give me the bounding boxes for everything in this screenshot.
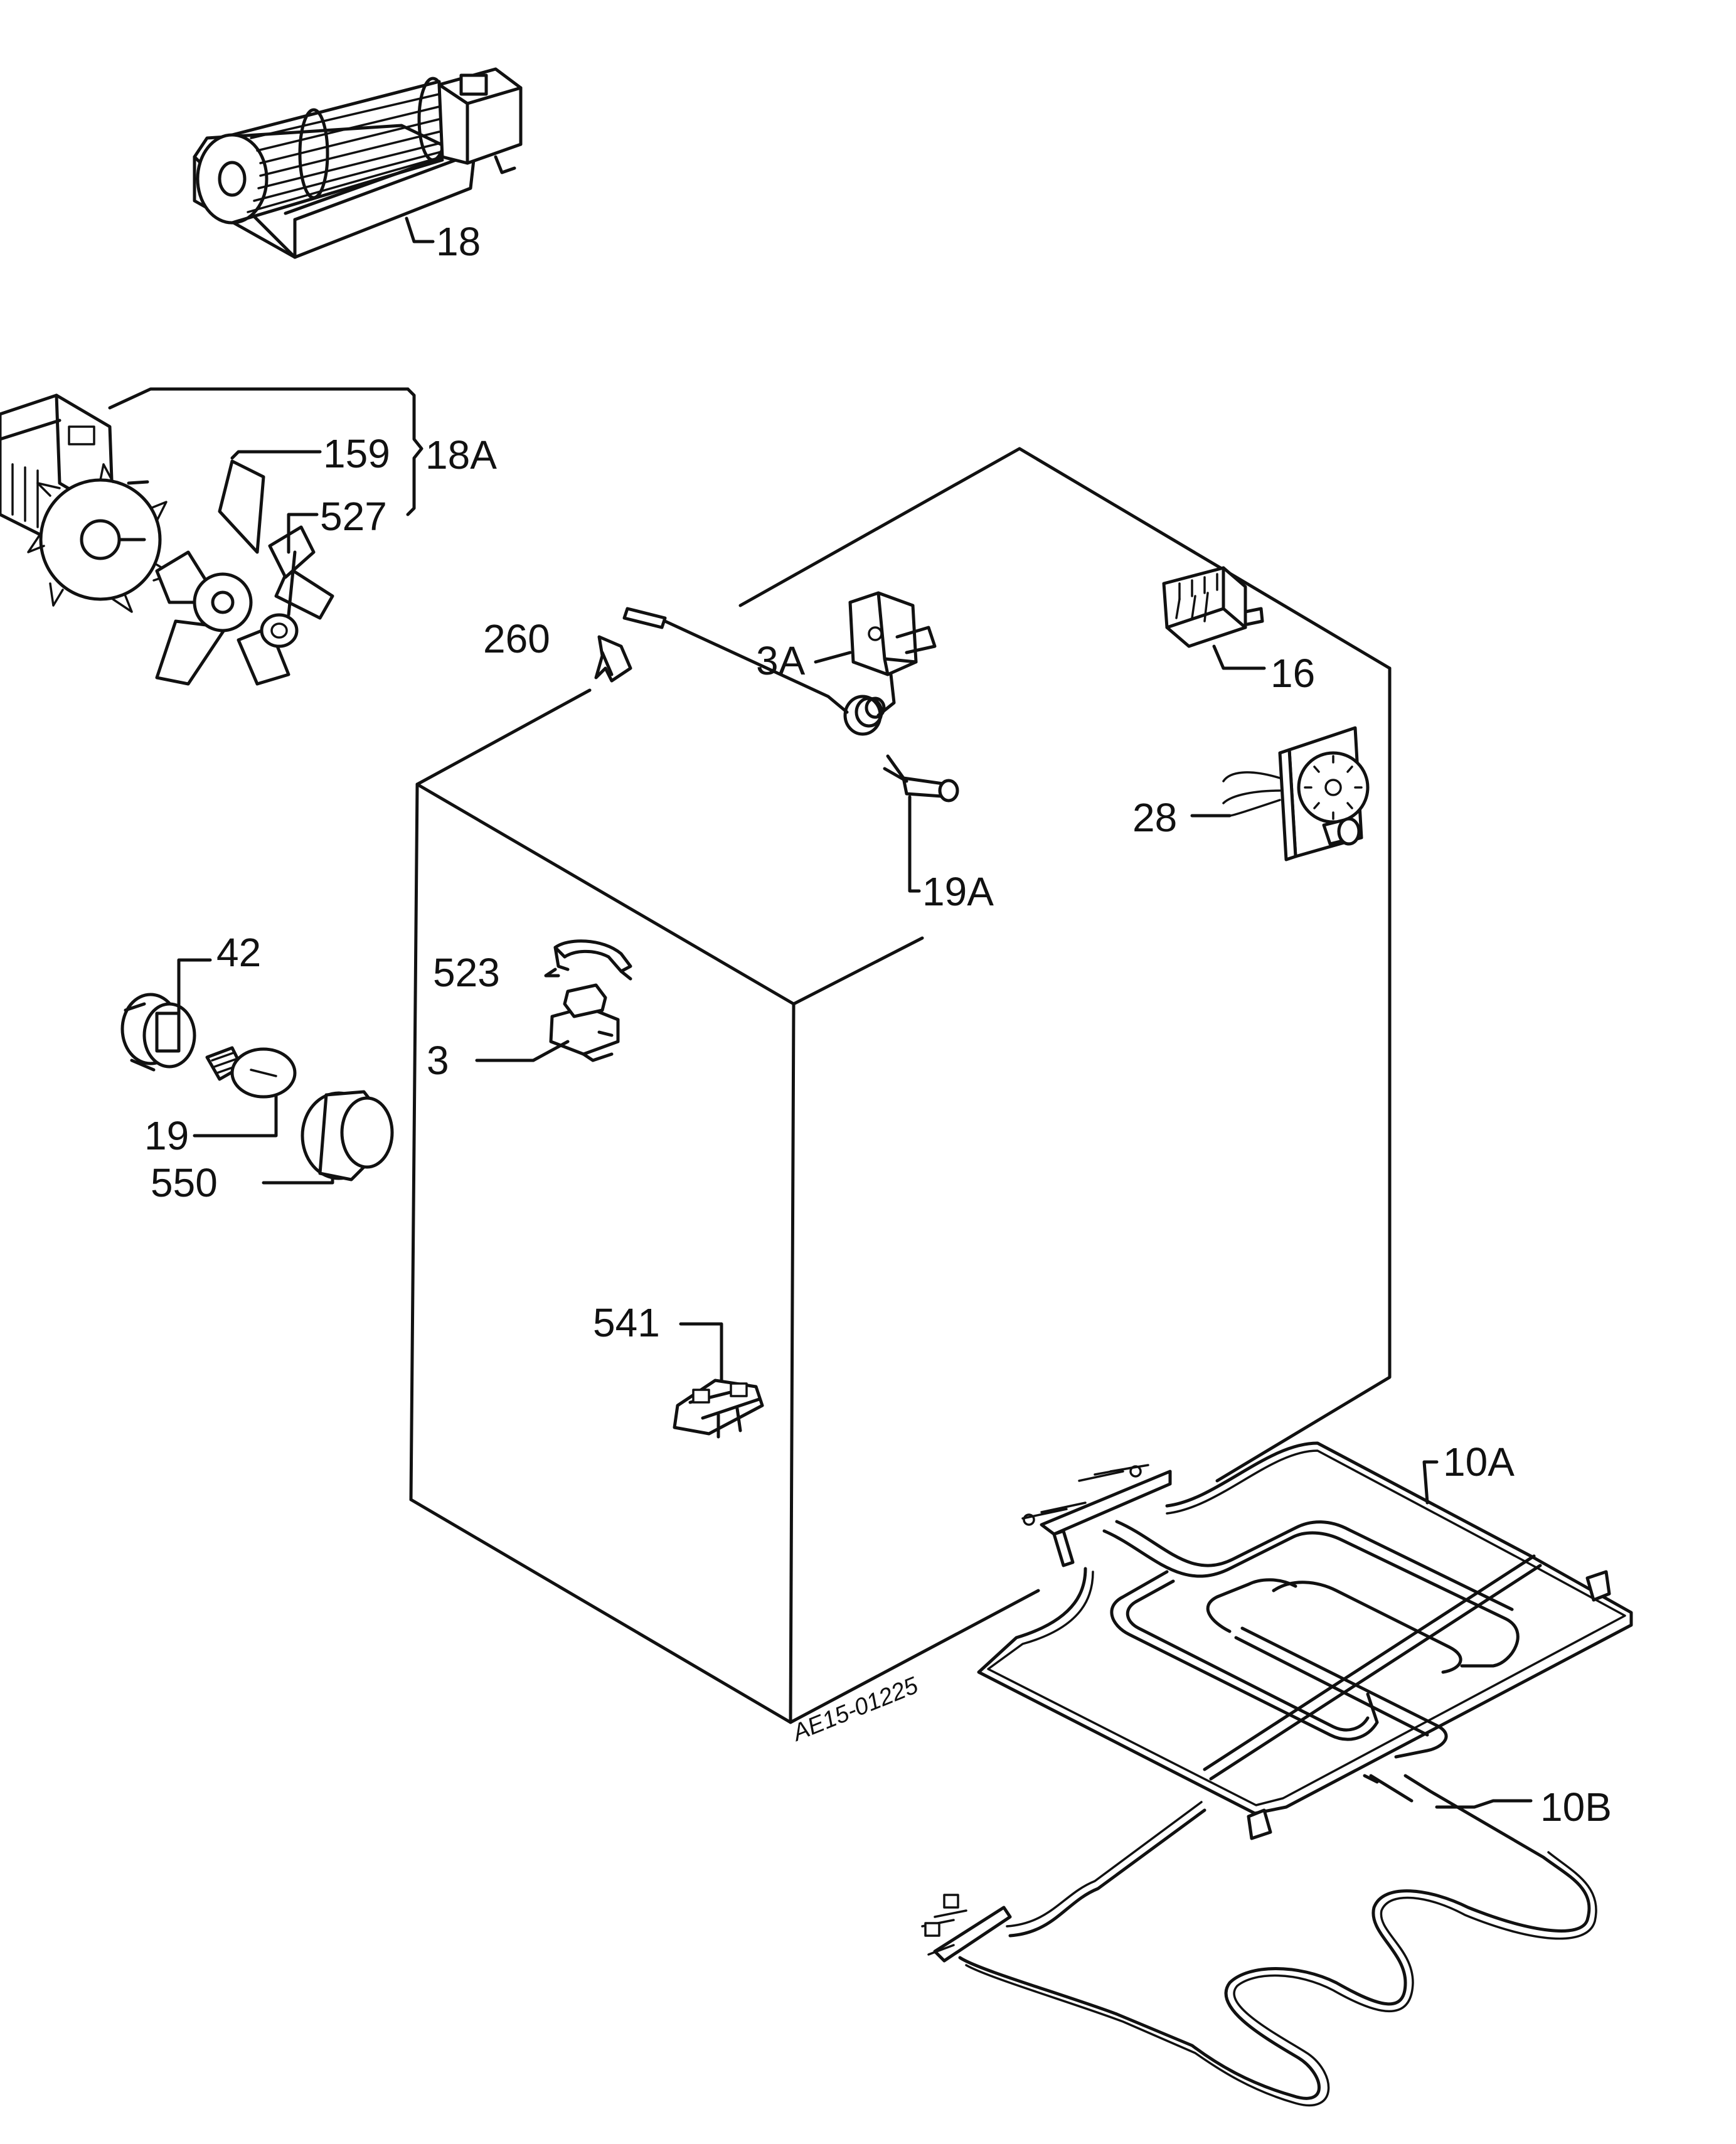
label-10B: 10B [1540, 1784, 1612, 1830]
label-159: 159 [323, 431, 390, 476]
label-19A: 19A [922, 869, 994, 914]
bottom-heating-element [921, 1774, 1597, 2107]
label-42: 42 [216, 930, 261, 975]
tangential-fan-part [193, 67, 523, 259]
lamp-bulb [193, 1046, 297, 1138]
thermostat-clip [594, 635, 632, 683]
drawing-reference: AE15-01225 [788, 1672, 922, 1747]
oven-cabinet [409, 447, 1392, 1724]
label-16: 16 [1270, 651, 1315, 696]
label-260: 260 [483, 616, 550, 661]
label-3A: 3A [756, 638, 806, 683]
part-labels: 18 18A 159 527 260 3A 16 28 19A 42 523 3… [144, 219, 1612, 1830]
label-28: 28 [1132, 795, 1177, 840]
oven-thermostat [622, 591, 937, 736]
label-523: 523 [433, 950, 500, 995]
label-3: 3 [427, 1038, 449, 1083]
fan-motor-assembly [0, 387, 423, 686]
thermal-cut-out-clip [544, 939, 632, 981]
lamp-glass-cover [262, 1090, 394, 1185]
thermal-cut-out [475, 983, 620, 1062]
label-19: 19 [144, 1113, 189, 1158]
grill-heating-element [977, 1441, 1633, 1840]
label-550: 550 [151, 1160, 218, 1205]
probe-pin [883, 754, 959, 893]
terminal-connector [673, 1322, 764, 1439]
label-10A: 10A [1443, 1439, 1515, 1485]
lamp-holder [120, 958, 212, 1072]
label-541: 541 [593, 1300, 660, 1345]
selector-switch [1162, 566, 1266, 670]
label-18: 18 [436, 219, 481, 264]
oven-timer [1190, 726, 1370, 861]
label-527: 527 [320, 494, 387, 539]
label-18A: 18A [425, 432, 497, 477]
